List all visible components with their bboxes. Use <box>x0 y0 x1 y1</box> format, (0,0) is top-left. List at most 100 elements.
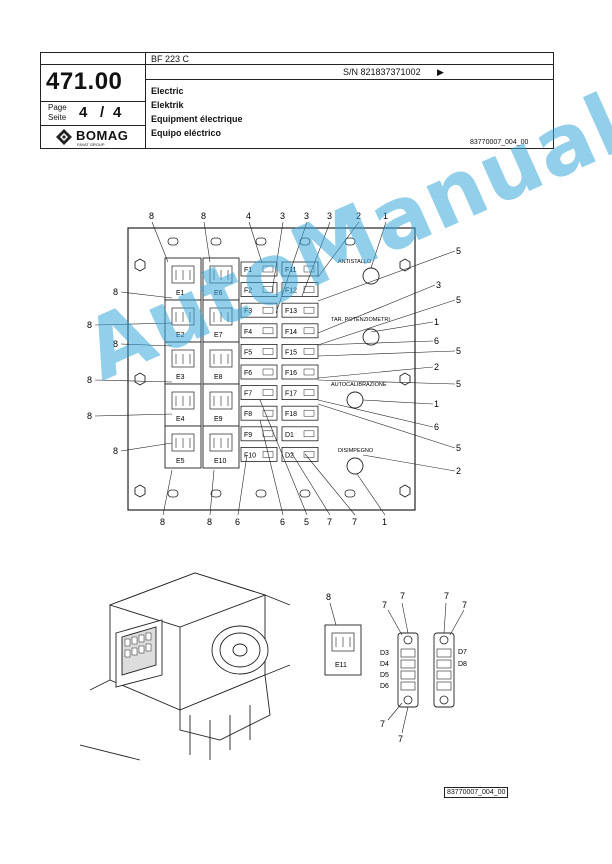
hex-nuts <box>134 258 411 498</box>
footer-ref-code: 83770007_004_00 <box>444 787 509 798</box>
fuse-label-f13: F13 <box>285 308 297 315</box>
module-label-e6: E6 <box>214 290 223 297</box>
label-disimpegno: DISIMPEGNO <box>338 448 374 454</box>
module-label-e9: E9 <box>214 416 223 423</box>
svg-text:5: 5 <box>456 443 461 453</box>
svg-text:8: 8 <box>201 211 206 221</box>
diode-block-right: D7 D8 <box>433 632 467 708</box>
callout-7: 7 <box>398 734 403 744</box>
label-tar-potenziometri: TAR. POTENZIOMETRI <box>331 317 390 323</box>
brand-subtitle: FAYAT GROUP <box>77 142 105 147</box>
title-de: Elektrik <box>151 100 184 110</box>
module-label-e8: E8 <box>214 374 223 381</box>
fuse-d1: D1 <box>281 426 319 442</box>
diode-d8-label: D8 <box>458 661 467 668</box>
fuse-f2: F2 <box>240 282 278 298</box>
callout-7: 7 <box>380 719 385 729</box>
fuse-label-f8: F8 <box>244 411 252 418</box>
callouts-top: 8 8 4 3 3 3 2 1 <box>149 211 388 221</box>
svg-text:8: 8 <box>113 287 118 297</box>
svg-text:8: 8 <box>149 211 154 221</box>
fuse-label-f5: F5 <box>244 349 252 356</box>
fuse-label-f6: F6 <box>244 370 252 377</box>
svg-text:2: 2 <box>356 211 361 221</box>
fuse-label-d2: D2 <box>285 452 294 459</box>
fuse-label-f2: F2 <box>244 288 252 295</box>
fuse-d2: D2 <box>281 446 319 462</box>
svg-text:4: 4 <box>246 211 251 221</box>
module-label-e3: E3 <box>176 374 185 381</box>
svg-text:7: 7 <box>352 517 357 527</box>
label-antistallo: ANTISTALLO <box>338 259 372 265</box>
fuse-f9: F9 <box>240 426 278 442</box>
page-current: 4 <box>79 104 88 121</box>
diode-d7-label: D7 <box>458 649 467 656</box>
fuse-f5: F5 <box>240 343 278 359</box>
seite-label: Seite <box>48 113 67 122</box>
svg-text:5: 5 <box>456 295 461 305</box>
svg-text:3: 3 <box>280 211 285 221</box>
fuse-f7: F7 <box>240 385 278 401</box>
svg-text:3: 3 <box>436 280 441 290</box>
svg-text:7: 7 <box>327 517 332 527</box>
callouts-left: 8 8 8 8 8 8 <box>87 287 118 456</box>
relay-module-e1: E1 <box>164 257 202 301</box>
fuse-label-f18: F18 <box>285 411 297 418</box>
relay-module-e9: E9 <box>202 383 240 427</box>
module-label-e1: E1 <box>176 290 185 297</box>
svg-text:8: 8 <box>87 411 92 421</box>
module-e11-label: E11 <box>335 662 347 669</box>
relay-module-e4: E4 <box>164 383 202 427</box>
module-label-e4: E4 <box>176 416 185 423</box>
doc-number: 471.00 <box>46 68 123 95</box>
svg-text:6: 6 <box>434 336 439 346</box>
fuse-f14: F14 <box>281 323 319 339</box>
fuse-label-f15: F15 <box>285 349 297 356</box>
svg-text:2: 2 <box>434 362 439 372</box>
fuse-f10: F10 <box>240 446 278 462</box>
fuse-label-f3: F3 <box>244 308 252 315</box>
svg-text:5: 5 <box>456 346 461 356</box>
relay-module-e8: E8 <box>202 341 240 385</box>
fuse-label-f11: F11 <box>285 267 297 274</box>
fuse-f3: F3 <box>240 302 278 318</box>
module-e11-callout: 8 <box>326 592 331 602</box>
svg-text:8: 8 <box>207 517 212 527</box>
svg-text:8: 8 <box>160 517 165 527</box>
callout-7: 7 <box>462 600 467 610</box>
relay-module-e3: E3 <box>164 341 202 385</box>
potentiometer-knobs <box>346 267 380 475</box>
fuse-f18: F18 <box>281 405 319 421</box>
diode-d4-label: D4 <box>380 661 389 668</box>
svg-text:6: 6 <box>235 517 240 527</box>
fuse-f11: F11 <box>281 261 319 277</box>
fuse-label-d1: D1 <box>285 432 294 439</box>
callouts-bottom: 8 8 6 6 5 7 7 1 <box>160 517 387 527</box>
svg-text:8: 8 <box>113 339 118 349</box>
relay-module-e7: E7 <box>202 299 240 343</box>
mounting-slots <box>167 237 356 498</box>
bomag-logo-icon <box>56 129 72 145</box>
detail-diagrams: E11 8 D3 D4 D5 D6 D7 D8 <box>324 591 467 744</box>
svg-text:8: 8 <box>113 446 118 456</box>
module-label-e10: E10 <box>214 458 227 465</box>
module-label-e2: E2 <box>176 332 185 339</box>
fuse-f4: F4 <box>240 323 278 339</box>
fuse-f15: F15 <box>281 343 319 359</box>
fuse-label-f16: F16 <box>285 370 297 377</box>
page-label: Page <box>48 103 67 112</box>
page-separator: / <box>100 104 105 121</box>
fuse-f17: F17 <box>281 385 319 401</box>
title-en: Electric <box>151 86 184 96</box>
fuse-label-f10: F10 <box>244 452 256 459</box>
callout-7: 7 <box>400 591 405 601</box>
fuse-f12: F12 <box>281 282 319 298</box>
fuse-f6: F6 <box>240 364 278 380</box>
svg-text:6: 6 <box>280 517 285 527</box>
label-autocalibrazione: AUTOCALIBRAZIONE <box>331 382 387 388</box>
